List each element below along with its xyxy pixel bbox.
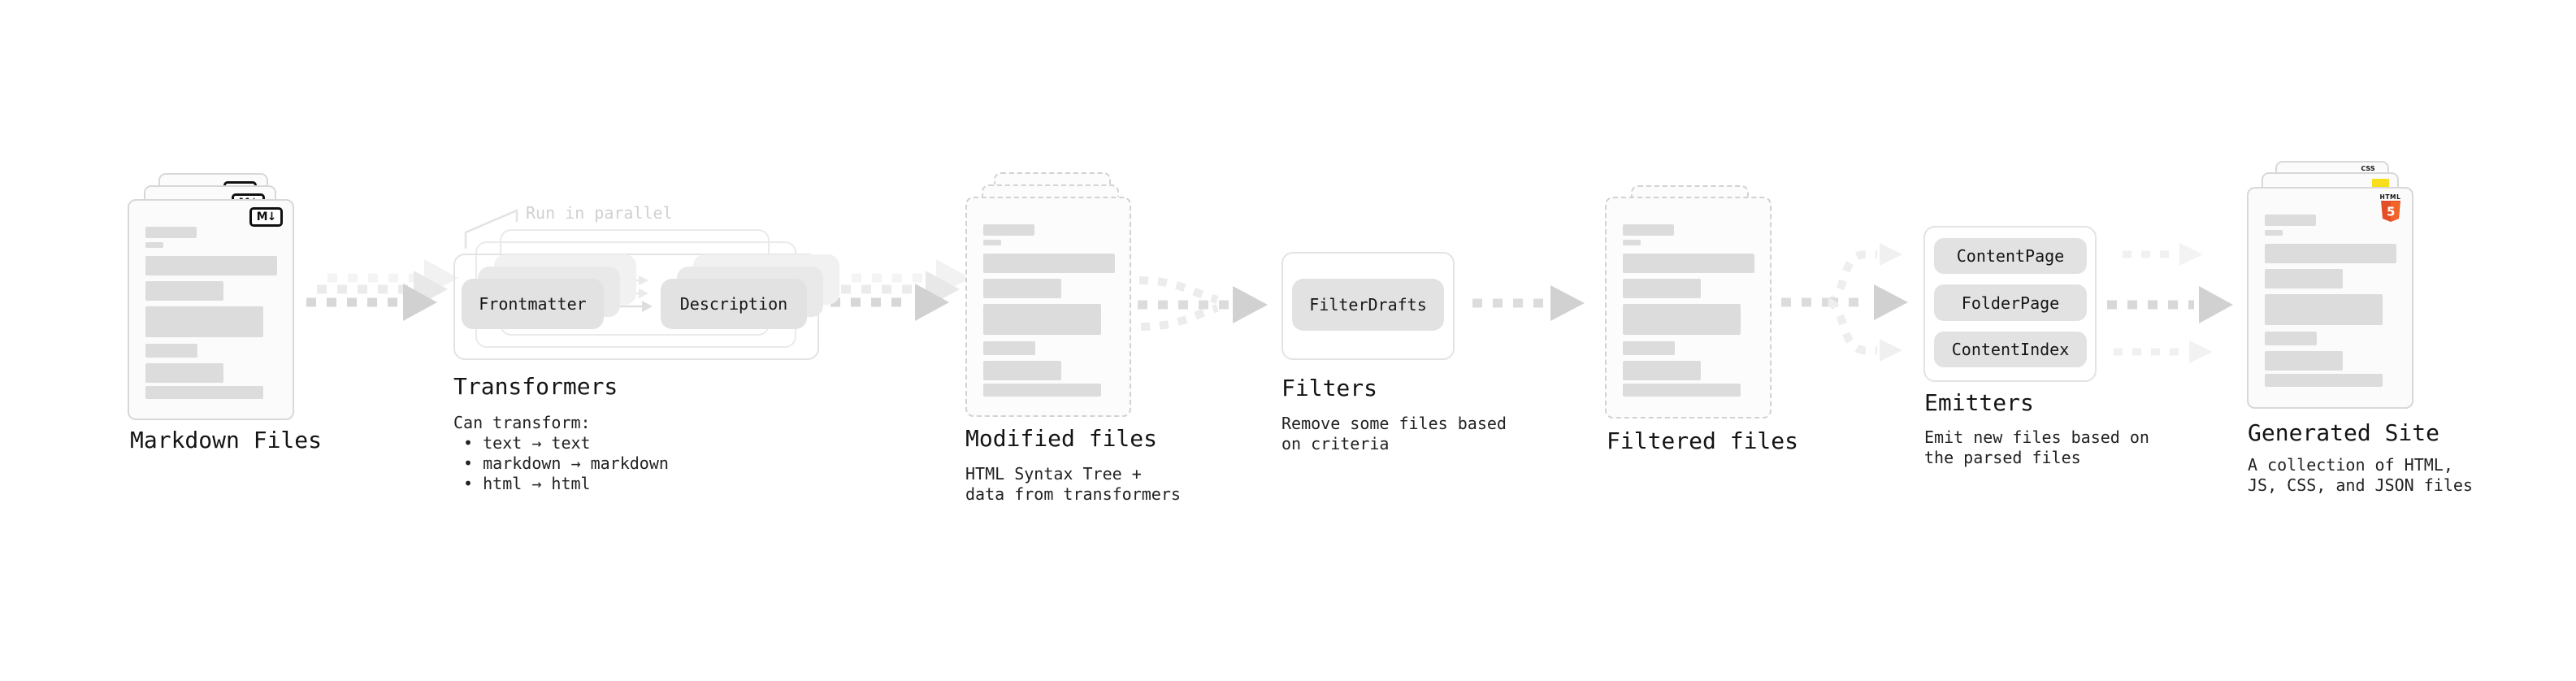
- text-line-placeholder: [983, 279, 1061, 298]
- arrows-emitters-to-generated: [2107, 243, 2233, 363]
- text-line-placeholder: [2265, 351, 2343, 371]
- stage-description: A collection of HTML, JS, CSS, and JSON …: [2248, 455, 2473, 495]
- html5-icon-label: HTML: [2379, 193, 2401, 201]
- text-line-placeholder: [145, 281, 223, 301]
- text-line-placeholder: [145, 363, 223, 383]
- filters-box: [1281, 252, 1455, 360]
- folderpage-pill: FolderPage: [1934, 284, 2087, 321]
- stage-description: HTML Syntax Tree + data from transformer…: [965, 464, 1181, 504]
- html5-shield: 5: [2380, 201, 2400, 222]
- arrow-filtered-to-emitters-split: [1781, 243, 1908, 362]
- stage-title: Generated Site: [2248, 419, 2440, 446]
- filtered-file-card-front: [1605, 197, 1772, 419]
- stage-description: Emit new files based on the parsed files: [1924, 427, 2149, 467]
- text-line-placeholder: [1623, 254, 1754, 273]
- filterdrafts-pill: FilterDrafts: [1292, 279, 1444, 331]
- text-line-placeholder: [983, 240, 1001, 245]
- text-line-placeholder: [983, 384, 1101, 397]
- contentpage-pill: ContentPage: [1934, 238, 2087, 274]
- arrow-filters-to-filtered: [1472, 285, 1585, 321]
- text-line-placeholder: [983, 304, 1101, 335]
- stage-title: Modified files: [965, 425, 1158, 452]
- generated-file-card-html: HTML 5: [2247, 187, 2413, 409]
- description-pill: Description: [661, 279, 807, 329]
- text-line-placeholder: [983, 224, 1034, 236]
- text-line-placeholder: [2265, 244, 2396, 263]
- text-line-placeholder: [145, 242, 163, 248]
- stage-title: Filtered files: [1607, 427, 1799, 454]
- css-icon-label: CSS: [2361, 165, 2375, 172]
- arrow-modified-to-filters-merge: [1138, 276, 1268, 331]
- stage-title: Markdown Files: [130, 427, 323, 453]
- svg-text:5: 5: [2386, 205, 2394, 219]
- modified-file-card-front: [965, 197, 1131, 417]
- stage-title: Filters: [1281, 375, 1378, 401]
- run-in-parallel-note: Run in parallel: [526, 203, 673, 223]
- text-line-placeholder: [145, 306, 263, 337]
- text-line-placeholder: [1623, 361, 1701, 380]
- arrow-markdown-to-transformers: [306, 259, 458, 321]
- text-line-placeholder: [1623, 304, 1741, 335]
- html5-icon: HTML 5: [2379, 194, 2401, 225]
- text-line-placeholder: [2265, 230, 2283, 236]
- text-line-placeholder: [983, 361, 1061, 380]
- markdown-file-card-front: M↓: [128, 199, 294, 420]
- text-line-placeholder: [2265, 215, 2316, 226]
- text-line-placeholder: [1623, 224, 1674, 236]
- text-line-placeholder: [1623, 384, 1741, 397]
- text-line-placeholder: [1623, 279, 1701, 298]
- text-line-placeholder: [2265, 294, 2383, 325]
- arrow-transformers-to-modified: [830, 259, 970, 321]
- text-line-placeholder: [1623, 341, 1675, 355]
- stage-description: Remove some files based on criteria: [1281, 414, 1507, 453]
- text-line-placeholder: [2265, 332, 2317, 345]
- text-line-placeholder: [145, 344, 197, 358]
- stage-description: Can transform: • text → text • markdown …: [453, 413, 669, 493]
- text-line-placeholder: [983, 341, 1035, 355]
- emitters-box: [1923, 226, 2097, 382]
- frontmatter-pill: Frontmatter: [462, 279, 604, 329]
- markdown-icon: M↓: [249, 207, 283, 227]
- text-line-placeholder: [145, 256, 277, 275]
- stage-title: Transformers: [453, 373, 618, 400]
- text-line-placeholder: [145, 386, 263, 399]
- text-line-placeholder: [2265, 269, 2343, 288]
- contentindex-pill: ContentIndex: [1934, 332, 2087, 367]
- text-line-placeholder: [1623, 240, 1641, 245]
- text-line-placeholder: [145, 227, 197, 238]
- javascript-icon: [2372, 179, 2389, 189]
- text-line-placeholder: [983, 254, 1115, 273]
- text-line-placeholder: [2265, 374, 2383, 387]
- stage-title: Emitters: [1924, 389, 2034, 416]
